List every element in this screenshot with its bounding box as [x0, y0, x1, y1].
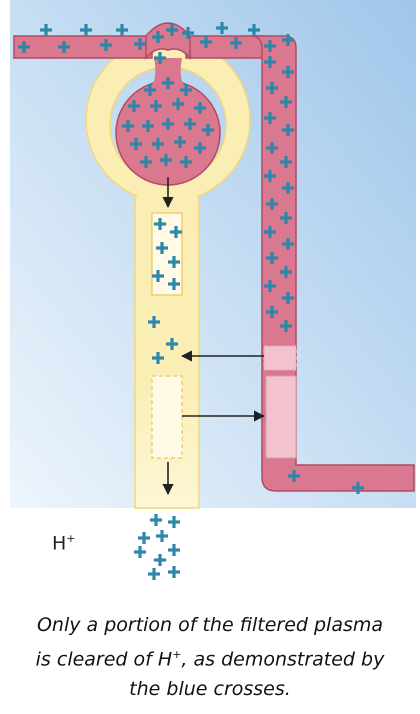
reabsorption-site — [265, 375, 297, 459]
secretion-site-dashed — [263, 345, 297, 371]
bowmans-capsule — [85, 37, 251, 201]
caption-line-3: the blue crosses. — [129, 678, 291, 701]
caption-line-2: is cleared of H+, as demonstrated by — [0, 640, 420, 674]
glomerulus — [115, 80, 221, 186]
caption-line-2-start: is cleared of H — [35, 648, 173, 671]
ion-label: H+ — [52, 532, 76, 554]
ion-charge: + — [66, 532, 76, 545]
caption-line-1: Only a portion of the filtered plasma — [36, 614, 384, 636]
filtrate-box-cleared — [151, 375, 183, 459]
caption: Only a portion of the filtered plasma is… — [0, 610, 420, 704]
caption-line-2-superscript: + — [172, 648, 182, 661]
caption-line-2-end: , as demonstrated by — [181, 648, 385, 671]
ion-symbol: H — [52, 532, 67, 555]
